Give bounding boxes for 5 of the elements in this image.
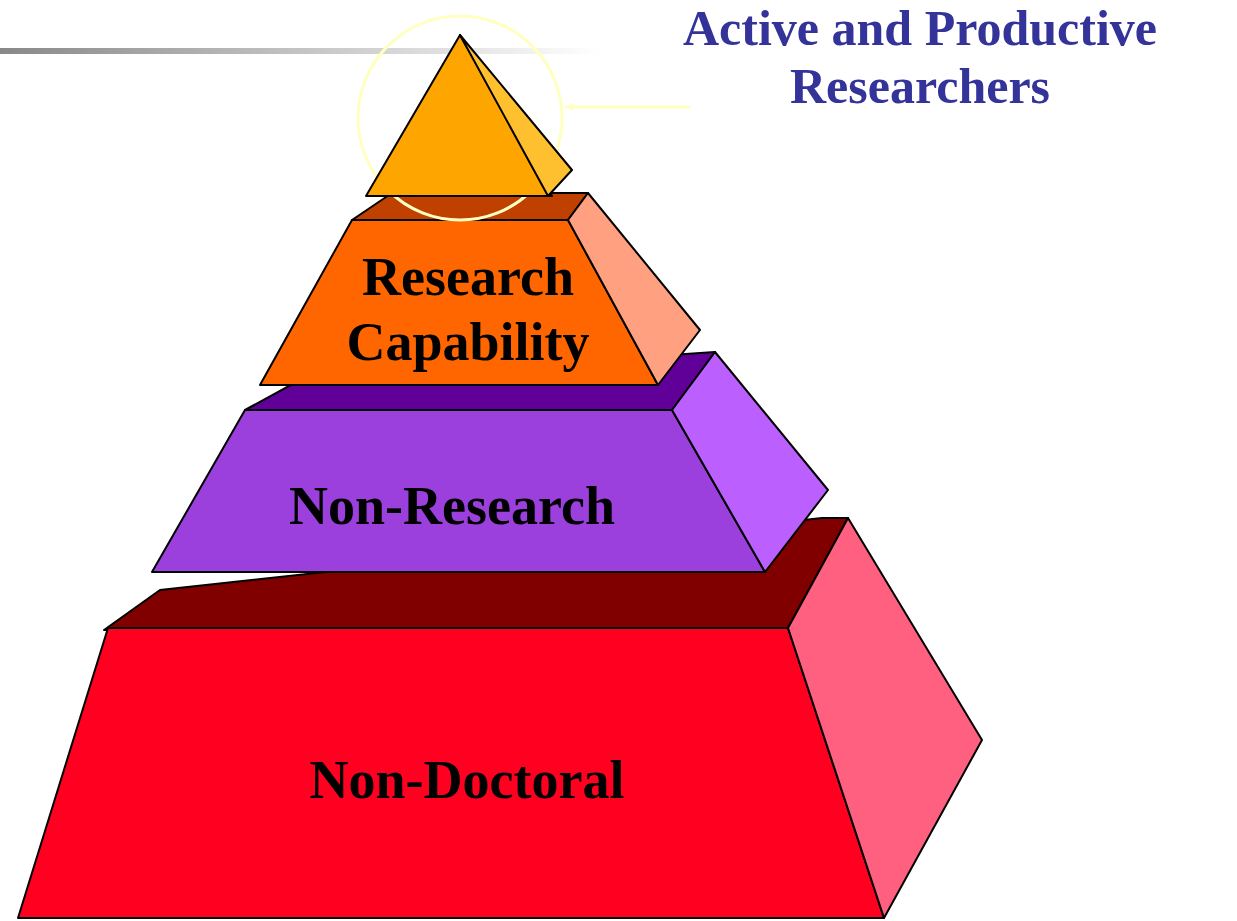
- layer-label: Non-Research: [288, 474, 616, 538]
- heading-text: Active and Productive Researchers: [682, 0, 1158, 115]
- layer-label: Research Capability: [345, 246, 591, 374]
- arrow: [564, 103, 690, 111]
- layer-label: Non-Doctoral: [308, 748, 626, 812]
